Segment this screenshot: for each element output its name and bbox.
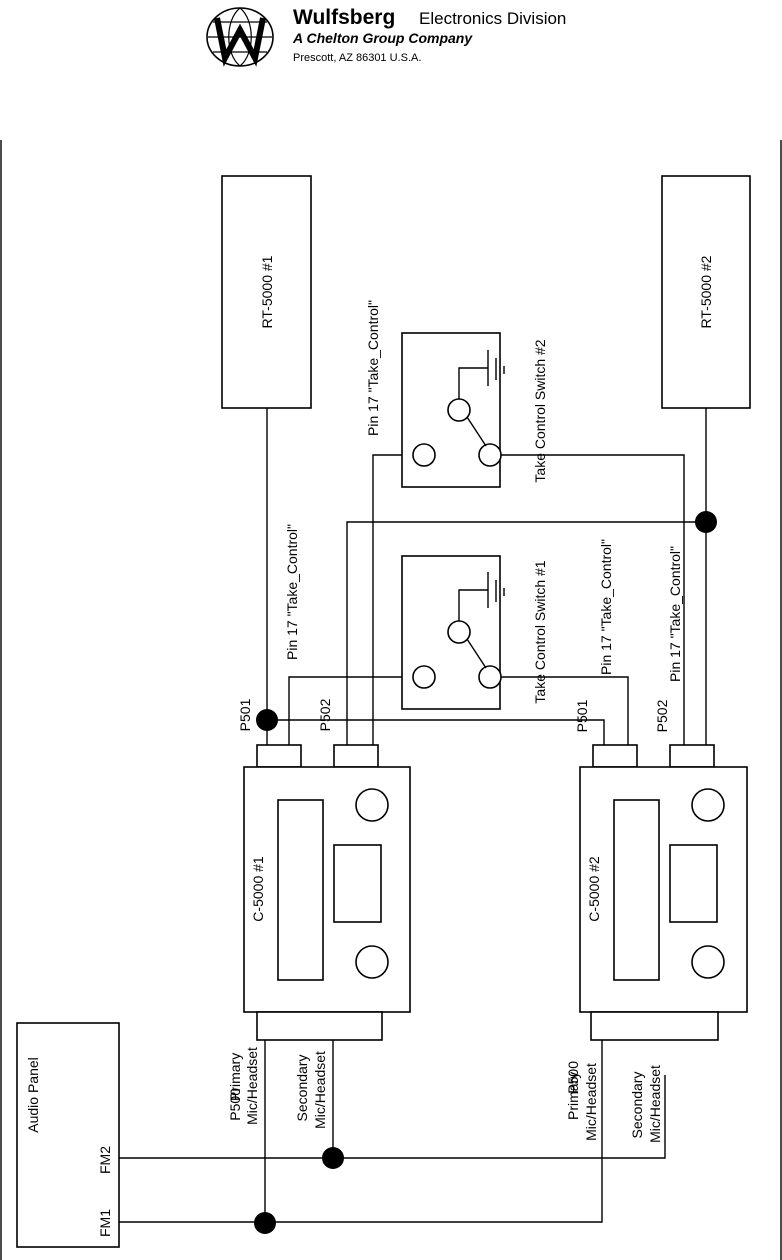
p502-label: P502 [654, 699, 670, 732]
p502-label: P502 [317, 698, 333, 731]
primary-label: Primary [227, 1053, 243, 1101]
mic-headset-label: Mic/Headset [583, 1063, 599, 1141]
p500-connector [590, 1011, 719, 1041]
pin-17-take-control-label: Pin 17 "Take_Control" [667, 546, 683, 682]
primary-label: Primary [565, 1072, 581, 1120]
p501-connector [592, 744, 638, 768]
p501-label: P501 [574, 699, 590, 732]
take-control-switch-2-label: Take Control Switch #2 [532, 339, 548, 482]
c-5000-unit-2-label: C-5000 #2 [586, 856, 602, 922]
rt-5000-unit-1-label: RT-5000 #1 [259, 255, 275, 328]
secondary-label: Secondary [294, 1055, 310, 1122]
parent-company: A Chelton Group Company [292, 30, 473, 46]
mic-headset-label: Mic/Headset [312, 1051, 328, 1129]
p501-label: P501 [237, 698, 253, 731]
rt-5000-unit-2 [661, 175, 751, 409]
c-5000-unit-1 [243, 744, 411, 1041]
audio-panel [16, 1022, 120, 1248]
company-address: Prescott, AZ 86301 U.S.A. [293, 52, 421, 64]
pin-17-take-control-label: Pin 17 "Take_Control" [284, 524, 300, 660]
c-5000-unit-1-label: C-5000 #1 [250, 856, 266, 922]
c-5000-unit-2 [579, 744, 748, 1041]
p500-label: P500 [227, 1088, 243, 1121]
company-logo [206, 7, 274, 67]
mic-headset-label: Mic/Headset [244, 1047, 260, 1125]
take-control-switch-1-label: Take Control Switch #1 [532, 560, 548, 703]
p500-connector [256, 1011, 383, 1041]
secondary-label: Secondary [629, 1072, 645, 1139]
junction-dot [254, 1212, 276, 1234]
rt-5000-unit-2-label: RT-5000 #2 [698, 255, 714, 328]
fm2-label: FM2 [97, 1146, 113, 1174]
p501-connector [256, 744, 302, 768]
p502-connector [333, 744, 379, 768]
audio-panel-label: Audio Panel [25, 1057, 41, 1133]
rt-5000-unit-1 [221, 175, 312, 409]
take-control-switch-1 [401, 555, 505, 710]
division-name: Electronics Division [419, 9, 566, 28]
take-control-switch-2 [401, 332, 505, 488]
junction-dot [695, 511, 717, 533]
junction-dot [322, 1147, 344, 1169]
pin-17-take-control-label: Pin 17 "Take_Control" [598, 539, 614, 675]
pin-17-take-control-label: Pin 17 "Take_Control" [365, 300, 381, 436]
brand-name: Wulfsberg [293, 6, 395, 29]
wiring [119, 408, 707, 1228]
junction-dot [256, 709, 278, 731]
p502-connector [669, 744, 715, 768]
p500-label: P500 [565, 1061, 581, 1094]
fm1-label: FM1 [97, 1209, 113, 1237]
mic-headset-label: Mic/Headset [647, 1065, 663, 1143]
